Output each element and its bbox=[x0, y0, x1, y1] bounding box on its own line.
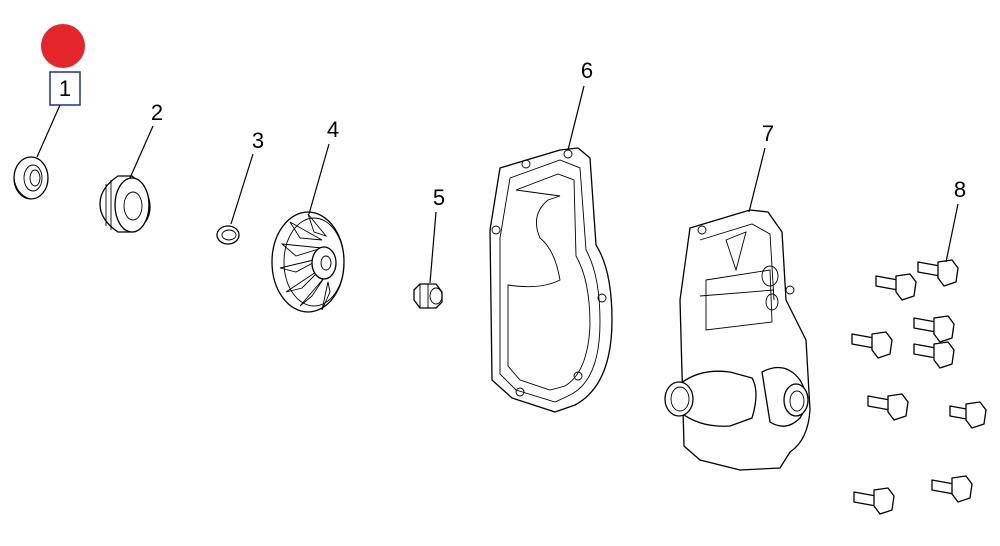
bolt[interactable] bbox=[917, 259, 959, 287]
callout-label-4[interactable]: 4 bbox=[327, 117, 339, 142]
selection-marker-dot[interactable] bbox=[41, 24, 85, 68]
part-4-impeller[interactable] bbox=[271, 211, 345, 313]
leader-line-6 bbox=[567, 85, 585, 151]
callout-1-highlight-box[interactable] bbox=[49, 71, 81, 106]
leader-line-4 bbox=[308, 143, 330, 215]
part-7-pump-housing[interactable] bbox=[664, 209, 811, 471]
part-3-o-ring[interactable] bbox=[216, 225, 240, 245]
callout-label-3[interactable]: 3 bbox=[252, 128, 264, 153]
bolt[interactable] bbox=[931, 475, 973, 503]
callout-label-2[interactable]: 2 bbox=[151, 100, 163, 125]
callout-label-8[interactable]: 8 bbox=[954, 177, 966, 202]
callout-label-5[interactable]: 5 bbox=[433, 185, 445, 210]
part-8-bolts[interactable] bbox=[851, 259, 987, 515]
leader-line-3 bbox=[230, 153, 254, 225]
callout-label-7[interactable]: 7 bbox=[762, 121, 774, 146]
leader-line-5 bbox=[429, 211, 437, 284]
leader-line-2 bbox=[129, 125, 154, 179]
bolt[interactable] bbox=[851, 331, 893, 359]
bolt[interactable] bbox=[853, 487, 895, 515]
leader-line-7 bbox=[748, 147, 766, 213]
part-1-seal[interactable] bbox=[13, 156, 49, 200]
callout-label-6[interactable]: 6 bbox=[581, 58, 593, 83]
bolt[interactable] bbox=[913, 315, 955, 343]
part-6-gasket[interactable] bbox=[489, 147, 613, 413]
bolt[interactable] bbox=[875, 273, 917, 301]
leader-line-8 bbox=[945, 203, 959, 263]
bolt[interactable] bbox=[949, 401, 987, 429]
part-5-nut[interactable] bbox=[413, 283, 443, 309]
bolt[interactable] bbox=[913, 341, 955, 369]
callout-label-1[interactable]: 1 bbox=[59, 76, 71, 101]
part-2-bearing[interactable] bbox=[99, 175, 151, 233]
leader-line-1 bbox=[36, 104, 61, 158]
bolt[interactable] bbox=[867, 393, 909, 421]
